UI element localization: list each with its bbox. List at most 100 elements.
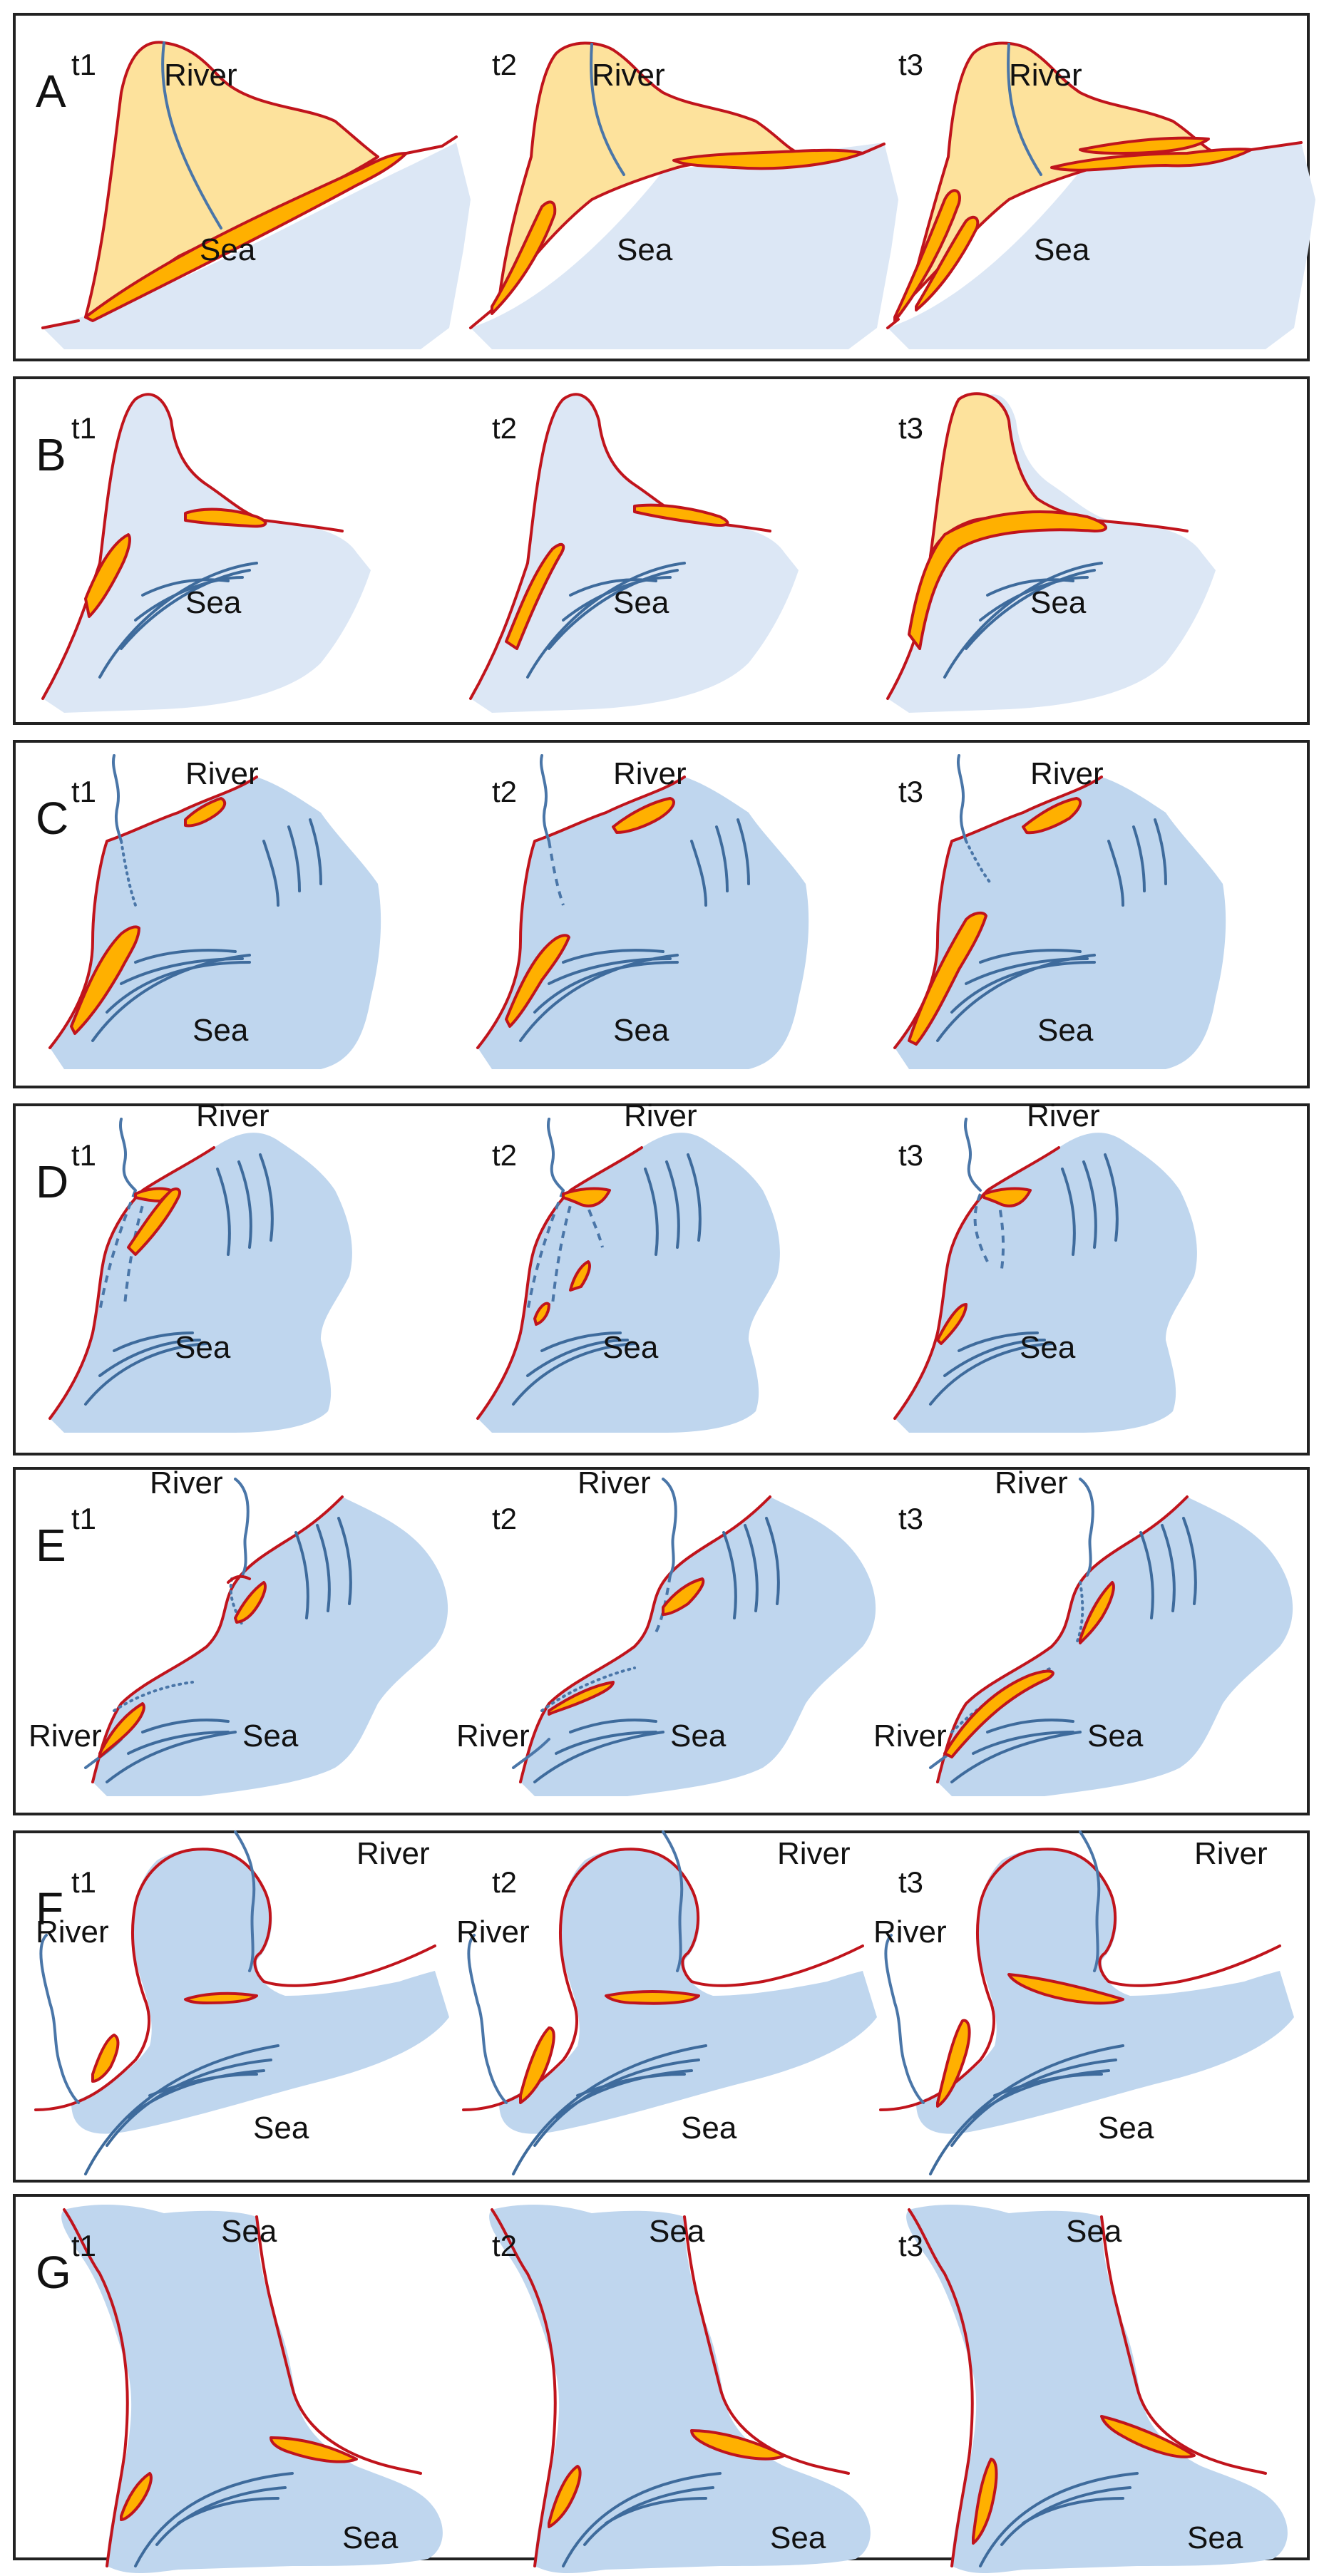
- time-label: t3: [898, 775, 923, 808]
- sea-label: Sea: [175, 1330, 231, 1365]
- river-label: River: [185, 756, 259, 791]
- sea-label-south: Sea: [1187, 2520, 1243, 2555]
- river-label-west: River: [29, 1719, 102, 1753]
- river-label-west: River: [873, 1719, 947, 1753]
- sea-label: Sea: [613, 585, 669, 620]
- river-label-west: River: [456, 1915, 530, 1949]
- time-label: t1: [71, 1865, 96, 1899]
- sea-label: Sea: [1087, 1719, 1144, 1753]
- river-label-west: River: [36, 1915, 109, 1949]
- sea-label: Sea: [681, 2111, 737, 2145]
- sea-label: Sea: [1030, 585, 1087, 620]
- sea-label: Sea: [1034, 232, 1090, 267]
- river-label: River: [613, 756, 687, 791]
- time-label: t3: [898, 411, 923, 445]
- river-label: River: [1030, 756, 1104, 791]
- sea-label: Sea: [602, 1330, 659, 1365]
- river-label-north: River: [150, 1465, 223, 1500]
- sea-label: Sea: [200, 232, 256, 267]
- time-label: t3: [898, 2229, 923, 2262]
- sea-label-north: Sea: [649, 2214, 705, 2249]
- time-label: t2: [492, 48, 517, 81]
- time-label: t2: [492, 1502, 517, 1535]
- time-label: t2: [492, 1138, 517, 1172]
- sea-label: Sea: [1098, 2111, 1154, 2145]
- sea-label-south: Sea: [342, 2520, 399, 2555]
- subpanel-b-t2: Sea: [469, 393, 800, 714]
- panel-id-label: C: [36, 793, 68, 844]
- river-label-east: River: [1194, 1836, 1268, 1871]
- river-label-east: River: [356, 1836, 430, 1871]
- time-label: t3: [898, 1865, 923, 1899]
- river-label-north: River: [995, 1465, 1068, 1500]
- river-label: River: [624, 1098, 697, 1133]
- sea-label: Sea: [193, 1013, 249, 1048]
- time-label: t2: [492, 2229, 517, 2262]
- panel-id-label: A: [36, 66, 66, 117]
- time-label: t3: [898, 1138, 923, 1172]
- time-label: t2: [492, 411, 517, 445]
- sea-label: Sea: [1037, 1013, 1094, 1048]
- sea-label-south: Sea: [770, 2520, 826, 2555]
- time-label: t1: [71, 775, 96, 808]
- river-label-west: River: [456, 1719, 530, 1753]
- panel-id-label: D: [36, 1156, 68, 1207]
- sea-label: Sea: [670, 1719, 727, 1753]
- river-label: River: [592, 58, 665, 93]
- sea-label: Sea: [253, 2111, 309, 2145]
- time-label: t1: [71, 1502, 96, 1535]
- sea-label: Sea: [242, 1719, 299, 1753]
- time-label: t2: [492, 775, 517, 808]
- time-label: t1: [71, 1138, 96, 1172]
- panel-id-label: B: [36, 429, 66, 480]
- time-label: t1: [71, 48, 96, 81]
- panel-id-label: F: [36, 1883, 63, 1934]
- subpanel-b-t3: Sea: [886, 392, 1217, 714]
- panel-id-label: G: [36, 2247, 71, 2298]
- sea-label: Sea: [613, 1013, 669, 1048]
- sea-label-north: Sea: [221, 2214, 277, 2249]
- river-label: River: [1027, 1098, 1100, 1133]
- sea-label: Sea: [617, 232, 673, 267]
- panel-id-label: E: [36, 1520, 66, 1571]
- river-label: River: [164, 58, 237, 93]
- time-label: t3: [898, 1502, 923, 1535]
- river-label-west: River: [873, 1915, 947, 1949]
- time-label: t1: [71, 411, 96, 445]
- time-label: t3: [898, 48, 923, 81]
- sea-label: Sea: [185, 585, 242, 620]
- river-label-north: River: [578, 1465, 651, 1500]
- sea-label: Sea: [1020, 1330, 1076, 1365]
- river-label: River: [1009, 58, 1082, 93]
- panel-f: FRiverRiverSeat1RiverRiverSeat2RiverRive…: [13, 1830, 1310, 2183]
- time-label: t1: [71, 2229, 96, 2262]
- sea-label-north: Sea: [1066, 2214, 1122, 2249]
- subpanel-b-t1: Sea: [41, 393, 372, 714]
